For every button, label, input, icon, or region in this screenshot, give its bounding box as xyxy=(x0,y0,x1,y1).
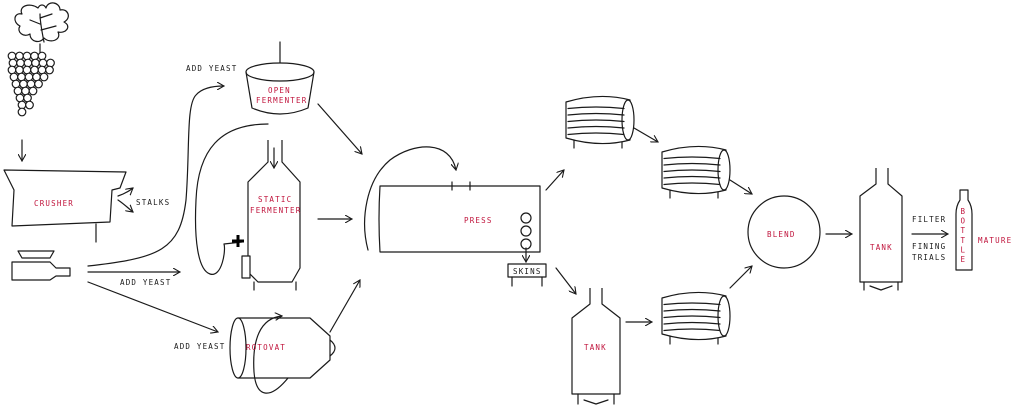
press: PRESS xyxy=(378,181,541,262)
barrel-icon xyxy=(565,95,635,149)
blend: BLEND xyxy=(747,195,821,269)
flow-into-press xyxy=(364,146,456,251)
grape xyxy=(38,58,48,68)
grape xyxy=(31,58,40,68)
flow-to-rotovat xyxy=(87,281,218,332)
bottle-letter: T xyxy=(961,236,967,245)
grape xyxy=(16,58,25,68)
grape xyxy=(7,51,17,61)
grape xyxy=(28,86,38,96)
rotovat-label: ROTOVAT xyxy=(246,343,286,352)
grape xyxy=(39,72,49,82)
static-fermenter: STATIC FERMENTER xyxy=(241,140,301,291)
flow-to-open-fermenter xyxy=(87,86,224,267)
grape xyxy=(22,51,32,61)
grape-leaf-icon xyxy=(14,2,69,43)
pump-over-loop xyxy=(194,123,269,275)
open-label-2: FERMENTER xyxy=(256,96,307,105)
rotovat: ROTOVAT xyxy=(229,316,336,394)
grape xyxy=(23,58,33,68)
grape xyxy=(34,79,43,89)
arrow-press-to-tank xyxy=(555,267,576,294)
trials-label: TRIALS xyxy=(912,253,946,262)
barrel-icon xyxy=(661,145,731,199)
arrow-barrel1-to-barrel2 xyxy=(633,127,658,143)
arrow-barrel2-to-blend xyxy=(729,179,752,195)
barrel-icon xyxy=(661,291,731,345)
tank-icon: TANK xyxy=(859,168,903,291)
tank-final-label: TANK xyxy=(870,243,893,252)
tank-icon: TANK xyxy=(571,288,621,405)
grape xyxy=(46,58,55,68)
bottle-letter: E xyxy=(961,255,967,264)
press-label: PRESS xyxy=(464,216,493,225)
bottle-letter: O xyxy=(961,217,967,226)
crusher: CRUSHER xyxy=(3,169,127,243)
destemmer xyxy=(11,250,71,281)
arrow-rotovat-to-press xyxy=(329,280,361,333)
add-yeast-bottom-label: ADD YEAST xyxy=(174,342,225,351)
static-label-2: FERMENTER xyxy=(250,206,301,215)
open-label-1: OPEN xyxy=(268,86,291,95)
fining-label: FINING xyxy=(912,242,946,251)
arrow-barrel3-to-blend xyxy=(729,266,752,289)
grape-bunch-icon xyxy=(7,43,55,117)
add-yeast-mid-label: ADD YEAST xyxy=(120,278,171,287)
crusher-label: CRUSHER xyxy=(34,199,74,208)
grape xyxy=(45,65,54,75)
grape xyxy=(30,51,39,61)
skins-label: SKINS xyxy=(513,267,542,276)
grape xyxy=(25,100,34,110)
grape xyxy=(17,107,27,117)
stalks-arrows xyxy=(117,188,133,212)
grape xyxy=(15,51,24,61)
filter-label: FILTER xyxy=(912,215,946,224)
grape xyxy=(8,58,18,68)
tank-lower-label: TANK xyxy=(584,343,607,352)
skins-bin: SKINS xyxy=(507,263,547,287)
add-yeast-top-label: ADD YEAST xyxy=(186,64,237,73)
mature-label: MATURE xyxy=(978,236,1012,245)
blend-label: BLEND xyxy=(767,230,796,239)
grape xyxy=(37,51,47,61)
arrow-open-to-press xyxy=(317,103,362,154)
open-fermenter: OPEN FERMENTER xyxy=(245,41,315,115)
stalks-label: STALKS xyxy=(136,198,170,207)
bottle-letter: B xyxy=(961,207,967,216)
arrow-press-to-barrel xyxy=(545,170,564,191)
plus-icon xyxy=(232,235,244,247)
bottle-letter: L xyxy=(961,245,967,254)
bottle-letter: T xyxy=(961,226,967,235)
static-label-1: STATIC xyxy=(258,195,292,204)
